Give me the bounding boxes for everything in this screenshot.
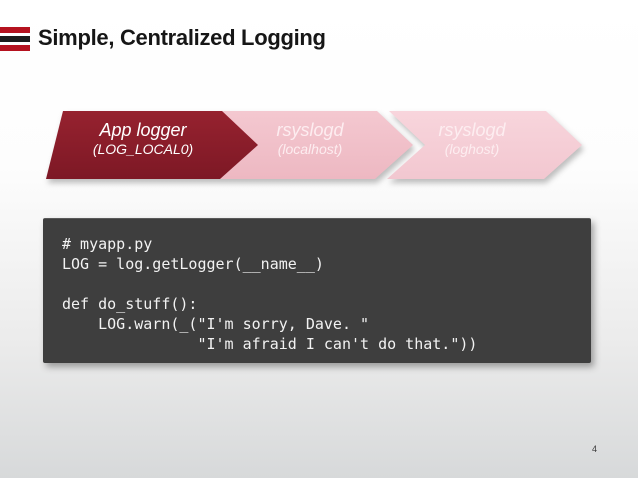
chevron-rsyslogd-localhost [212,111,413,179]
page-title: Simple, Centralized Logging [38,25,326,50]
chevron-rsyslogd-loghost [387,111,582,179]
code-line: def do_stuff(): [62,295,198,313]
code-block: # myapp.py LOG = log.getLogger(__name__)… [43,218,591,363]
chevron-app-logger [46,111,258,179]
flow-diagram [46,111,582,179]
logo-stripe-middle [0,36,30,42]
logo-stripes-icon [0,27,30,54]
page-number: 4 [592,444,598,454]
code-line: "I'm afraid I can't do that.")) [62,335,478,353]
code-line: # myapp.py [62,235,153,253]
logo-stripe-bottom [0,45,30,51]
code-line: LOG.warn(_("I'm sorry, Dave. " [62,315,370,333]
logo-stripe-top [0,27,30,33]
code-line [62,274,591,294]
code-line: LOG = log.getLogger(__name__) [62,255,324,273]
